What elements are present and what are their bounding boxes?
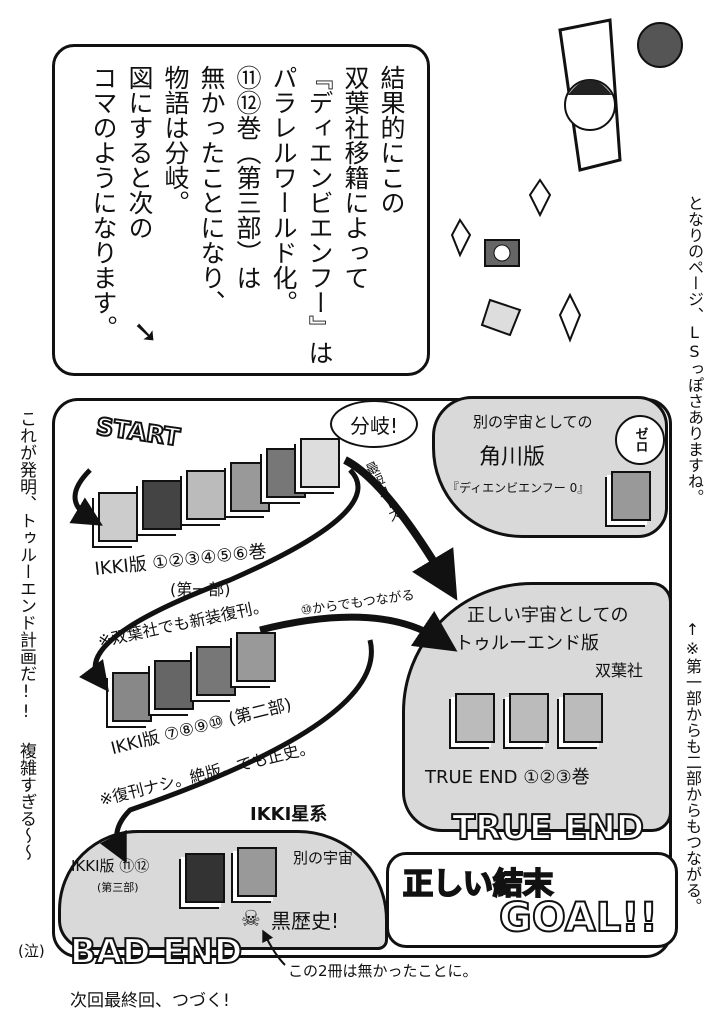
volume-6-book: [300, 438, 340, 488]
zero-text: ゼロ: [632, 427, 648, 453]
volume-8-book: [154, 660, 194, 710]
goal-panel: 正しい結末 GOAL!!: [386, 852, 678, 948]
goal-text: GOAL!!: [498, 894, 659, 942]
side-note-connects: ↑※第一部からも二部からもつながる。: [683, 620, 702, 914]
true-end-universe: 正しい宇宙としての トゥルーエンド版 双葉社 TRUE END ①②③巻: [402, 582, 672, 832]
kadokawa-book: [611, 471, 651, 521]
narration-line: パラレルワールド化。: [269, 65, 298, 315]
other-universe-label: 別の宇宙: [293, 849, 354, 867]
kadokawa-caption: 別の宇宙としての: [473, 413, 593, 431]
ikki-system-label: IKKI星系: [250, 804, 328, 825]
bad-end-title: BAD END: [69, 931, 243, 973]
side-note-cry: (泣): [18, 942, 45, 960]
true-book-1: [455, 693, 495, 743]
bad-end-note: この2冊は無かったことに。: [288, 962, 478, 980]
black-history: 黒歴史!: [271, 909, 340, 933]
branch-text: 分岐!: [349, 413, 399, 438]
side-note-true-end-plan: これが発明、トゥルーエンド計画だ!! 複雑すぎる〜〜: [16, 410, 36, 861]
kadokawa-universe: 別の宇宙としての 角川版 『ディエンビエンフー 0』 ゼロ: [432, 396, 668, 538]
narration-line: コマのようになります。: [89, 65, 118, 340]
volume-1-book: [98, 492, 138, 542]
part3-book-11: [185, 853, 225, 903]
narration-line: 双葉社移籍によって: [341, 65, 370, 290]
volume-2-book: [142, 480, 182, 530]
kadokawa-title: 『ディエンビエンフー 0』: [447, 481, 590, 495]
volume-7-book: [112, 672, 152, 722]
down-arrow-icon: ➘: [133, 315, 159, 350]
side-note-next-page: となりのページ、LSっぽさありますね。: [685, 195, 704, 505]
part3-sub: (第三部): [97, 881, 139, 894]
zero-speech-bubble: ゼロ: [615, 415, 665, 465]
true-book-3: [563, 693, 603, 743]
volume-9-book: [196, 646, 236, 696]
true-caption: 正しい宇宙としての: [467, 605, 629, 626]
volume-3-book: [186, 470, 226, 520]
true-book-2: [509, 693, 549, 743]
skull-icon: ☠: [241, 907, 261, 932]
narration-line: 無かったことになり、: [197, 65, 226, 315]
falling-character-illustration: [450, 18, 683, 343]
next-episode-note: 次回最終回、つづく!: [70, 991, 230, 1011]
true-volumes: TRUE END ①②③巻: [425, 767, 590, 788]
branch-speech-bubble: 分岐!: [330, 400, 418, 448]
true-end-title: TRUE END: [451, 807, 645, 849]
part1-sub: (第一部): [170, 580, 231, 599]
true-end-jp: 正しい結末: [402, 866, 554, 903]
narration-line: ⑪⑫巻（第三部）は: [233, 65, 262, 290]
narration-text: 結果的にこの 双葉社移籍によって 『ディエンビエンフー』は パラレルワールド化。…: [85, 65, 409, 371]
true-label: トゥルーエンド版: [455, 633, 599, 654]
narration-line: 図にすると次の: [125, 65, 154, 240]
volume-4-book: [230, 462, 270, 512]
part3-book-12: [237, 847, 277, 897]
true-publisher: 双葉社: [595, 661, 644, 680]
part3-label: IKKI版 ⑪⑫: [71, 857, 150, 875]
narration-line: 『ディエンビエンフー』は: [305, 65, 334, 365]
narration-panel: 結果的にこの 双葉社移籍によって 『ディエンビエンフー』は パラレルワールド化。…: [52, 44, 430, 376]
kadokawa-label: 角川版: [479, 445, 546, 470]
narration-line: 結果的にこの: [377, 65, 406, 215]
narration-line: 物語は分岐。: [161, 65, 190, 215]
volume-10-book: [236, 632, 276, 682]
